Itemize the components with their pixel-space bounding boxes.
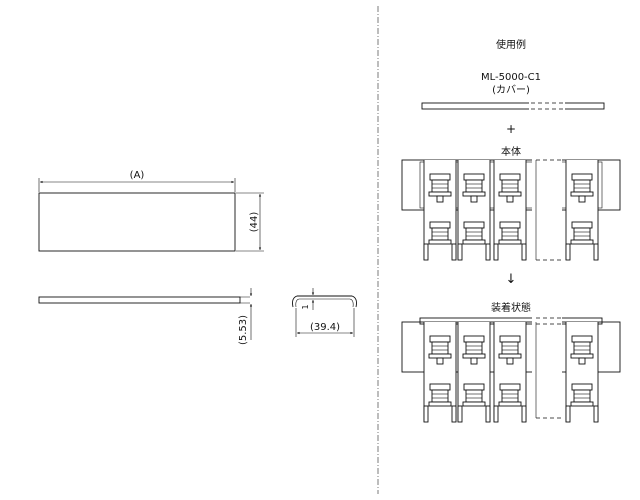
- dimension-lip-label: 1: [301, 304, 310, 309]
- dimension-width-label: (39.4): [310, 322, 340, 333]
- plus-symbol: +: [506, 122, 516, 136]
- dimension-44-label: (44): [249, 212, 260, 233]
- down-arrow: ↓: [506, 272, 517, 287]
- cover-plan-view: (A) (44): [38, 170, 264, 252]
- main-body-label: 本体: [501, 145, 521, 158]
- assembled-terminal-block: [401, 316, 621, 424]
- cover-profile-view: 1 (39.4): [292, 288, 357, 337]
- part-name-label: (カバー): [492, 84, 530, 96]
- cover-side-view: (5.53): [38, 288, 253, 345]
- cover-strip: [421, 101, 605, 111]
- dimension-a-label: (A): [130, 170, 145, 181]
- assembled-state-label: 装着状態: [491, 301, 531, 314]
- usage-example-heading: 使用例: [496, 38, 526, 51]
- terminal-block-body: [401, 158, 621, 262]
- dimension-thickness-label: (5.53): [238, 315, 249, 345]
- part-number-label: ML-5000-C1: [481, 72, 541, 83]
